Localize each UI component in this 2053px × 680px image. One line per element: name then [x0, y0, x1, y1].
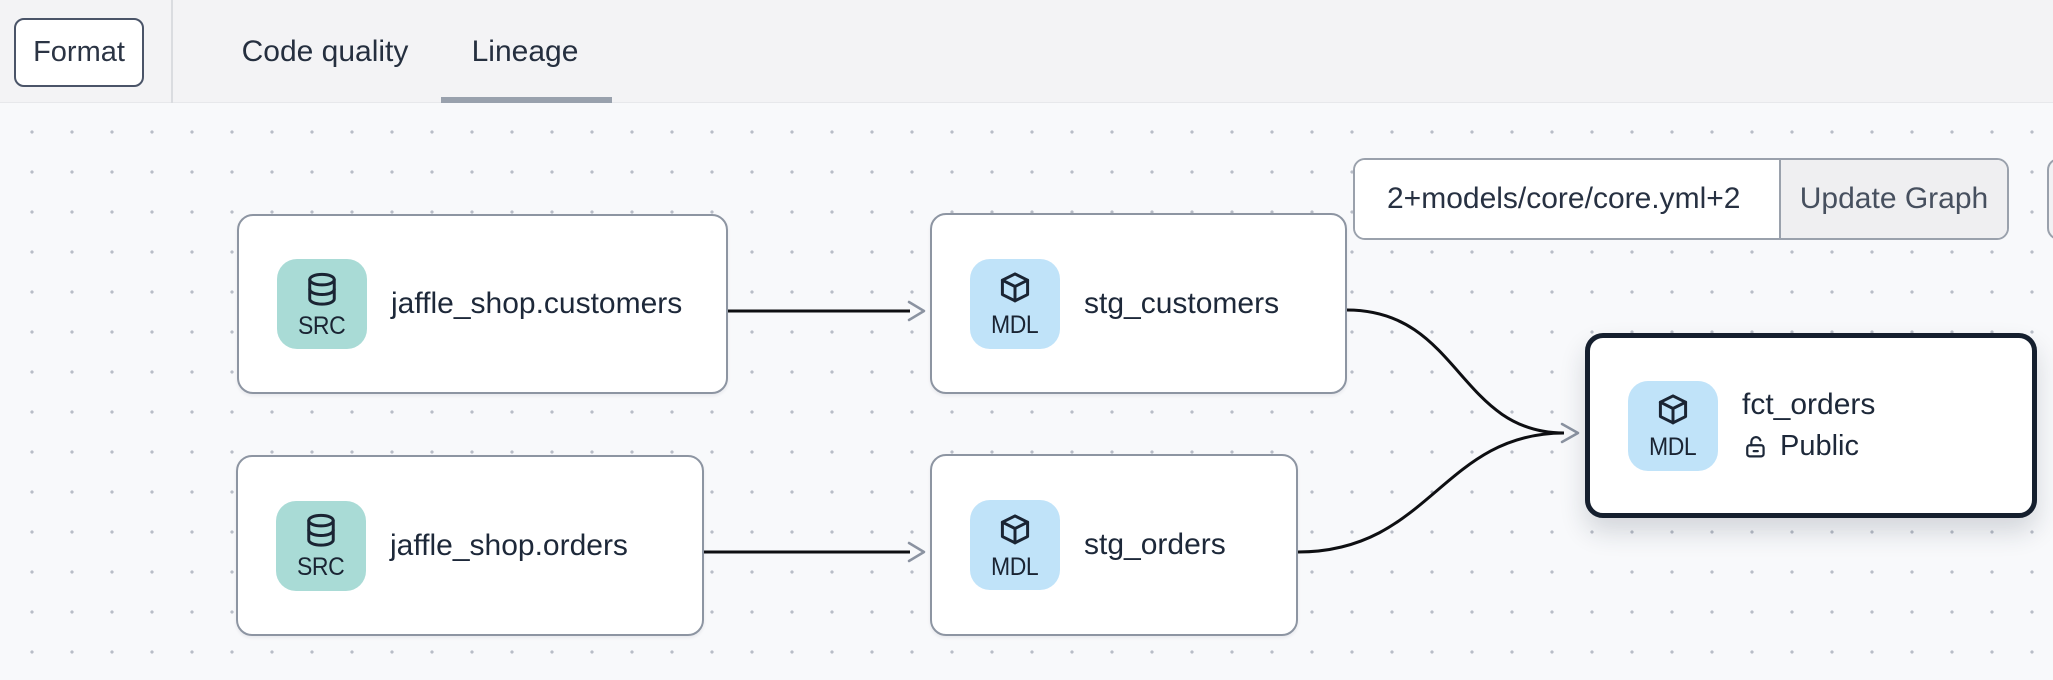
badge-label: MDL [991, 311, 1039, 339]
cube-icon [1658, 394, 1688, 425]
node-source-jaffle-shop-customers[interactable]: SRC jaffle_shop.customers [237, 214, 728, 394]
node-title: fct_orders [1742, 388, 1876, 421]
badge-label: MDL [991, 552, 1039, 581]
format-button[interactable]: Format [14, 18, 144, 87]
badge-label: SRC [297, 553, 345, 581]
model-type-badge: MDL [970, 500, 1060, 590]
source-type-badge: SRC [276, 500, 366, 591]
cube-icon [1000, 272, 1030, 303]
toolbar: Format Code quality Lineage [0, 0, 2053, 103]
access-label: Public [1780, 430, 1859, 462]
node-source-jaffle-shop-orders[interactable]: SRC jaffle_shop.orders [236, 455, 704, 636]
unlock-icon [1746, 435, 1765, 457]
model-type-badge: MDL [1628, 380, 1718, 471]
badge-label: MDL [1649, 433, 1697, 461]
database-icon [308, 272, 336, 306]
model-selector-input[interactable] [1355, 160, 1779, 238]
model-type-badge: MDL [970, 258, 1060, 349]
node-model-stg-customers[interactable]: MDL stg_customers [930, 213, 1347, 394]
database-icon [307, 513, 335, 547]
update-graph-button[interactable]: Update Graph [1779, 160, 2007, 238]
node-title: jaffle_shop.customers [391, 287, 683, 320]
node-title: stg_customers [1084, 286, 1280, 320]
access-row: Public [1742, 430, 1875, 463]
model-selector-group: Update Graph [1353, 158, 2009, 240]
clipped-right-button[interactable] [2047, 158, 2053, 240]
node-title: jaffle_shop.orders [390, 528, 628, 562]
node-model-stg-orders[interactable]: MDL stg_orders [930, 454, 1298, 636]
tab-lineage[interactable]: Lineage [471, 34, 579, 68]
tab-code-quality[interactable]: Code quality [241, 34, 409, 68]
node-model-fct-orders[interactable]: MDL fct_orders Public [1585, 333, 2037, 518]
node-title: stg_orders [1084, 528, 1226, 561]
source-type-badge: SRC [277, 259, 367, 349]
cube-icon [1000, 513, 1030, 544]
toolbar-divider [171, 0, 173, 103]
badge-label: SRC [298, 311, 346, 340]
active-tab-underline [441, 97, 612, 103]
